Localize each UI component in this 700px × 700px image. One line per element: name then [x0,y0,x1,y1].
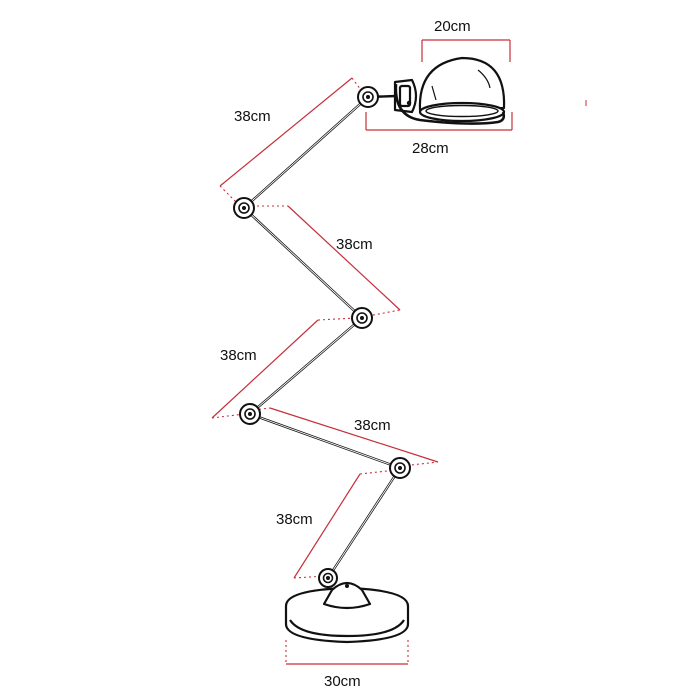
lamp-joints [233,86,411,588]
dimension-lines [211,39,513,665]
lamp-shade [393,56,506,125]
dim-arm-3-ext-bottom [211,413,245,419]
joint-3 [239,403,261,425]
joint-shade [357,86,379,108]
dim-arm-1-line [219,77,353,187]
lamp-arms [242,94,402,580]
lamp-base [284,581,410,644]
label-shade-bottom: 28cm [412,140,449,157]
dim-arm-2-line [287,205,401,311]
shade-highlight-1 [477,69,491,89]
arm-segment-3 [248,316,364,416]
shade-highlight-2 [431,85,437,101]
shade-collar-screw [406,100,412,106]
dimension-labels: 20cm 28cm 38cm 38cm 38cm 38cm 38cm 30cm [220,18,471,690]
label-arm-2: 38cm [336,236,373,253]
dim-arm-3-line [211,319,319,419]
label-arm-3: 38cm [220,347,257,364]
arm-segment-5 [326,466,402,580]
dim-arm-2-ext-bottom [367,309,401,317]
shade-collar-plate [398,84,412,108]
joint-2 [351,307,373,329]
arm-segment-4 [248,412,402,470]
base-plate-edge [289,619,405,638]
shade-dome [418,56,506,112]
joint-4 [389,457,411,479]
label-base-width: 30cm [324,673,361,690]
dim-arm-5-line [293,473,361,579]
arm-segment-2 [242,206,364,320]
label-shade-top: 20cm [434,18,471,35]
shade-rim-inner [425,104,499,118]
joint-base [318,568,338,588]
shade-outline-wrap [394,83,506,125]
base-cone-screw [345,584,349,588]
label-arm-4: 38cm [354,417,391,434]
base-cone [322,581,372,610]
joint-1 [233,197,255,219]
dim-arm-3-ext-top [317,317,357,321]
arm-segment-1 [242,95,370,210]
label-arm-5: 38cm [276,511,313,528]
label-arm-1: 38cm [234,108,271,125]
dim-arm-4-line [269,407,439,463]
